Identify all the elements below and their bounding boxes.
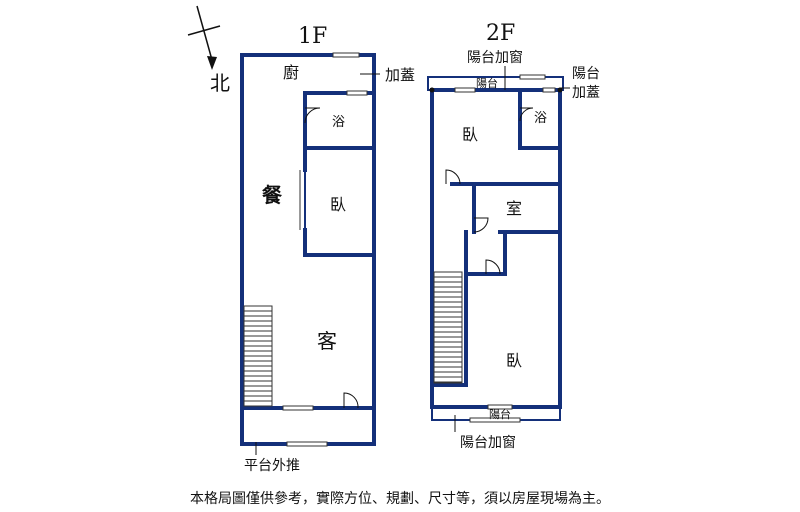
floor2-balcony-extension-note-line1: 陽台 — [572, 66, 600, 82]
disclaimer-text: 本格局圖僅供參考，實際方位、規劃、尺寸等，須以房屋現場為主。 — [190, 490, 610, 507]
floor1-bath-door-icon — [304, 107, 321, 124]
floor2-front-bedroom-label: 臥 — [462, 125, 478, 144]
floor2-title: 2F — [486, 21, 515, 46]
floor2-balcony-window-bottom — [469, 417, 521, 423]
floor1-front-window — [282, 405, 314, 411]
floor2-balcony-window — [519, 74, 546, 80]
floor2-balcony-post — [557, 87, 563, 93]
floor1-platform-note: 平台外推 — [244, 458, 300, 474]
floor2-plan: 2F 陽台 臥 浴 室 臥 陽台 — [427, 21, 600, 451]
floor2-room-label: 室 — [506, 199, 522, 218]
floor1-front-door-icon — [343, 392, 359, 409]
floor2-back-bedroom-door-icon — [485, 259, 501, 275]
floor2-bottom-balcony-label: 陽台 — [489, 407, 511, 421]
north-arrow-icon — [207, 56, 217, 70]
floor2-balcony-window-top-note: 陽台加窗 — [467, 49, 523, 66]
north-label: 北 — [210, 71, 230, 95]
floor1-bath-label: 浴 — [332, 115, 345, 130]
floor2-balcony-window-bottom-note: 陽台加窗 — [460, 434, 516, 451]
floor1-plan: 1F 廚 浴 餐 臥 客 加蓋 平台外推 — [240, 24, 415, 474]
floor2-bath-wall — [518, 88, 562, 150]
floor2-outer-wall — [430, 88, 562, 409]
floor1-dining-label: 餐 — [262, 183, 283, 207]
floor1-bath-window — [346, 90, 368, 96]
floor1-living-label: 客 — [317, 329, 337, 353]
floor2-bath-window — [542, 87, 556, 93]
floor1-kitchen-label: 廚 — [283, 63, 299, 82]
floor2-balcony-extension-note-line2: 加蓋 — [572, 85, 600, 101]
compass-needle — [196, 5, 213, 61]
floor1-staircase — [243, 305, 273, 407]
floor2-top-balcony — [427, 76, 564, 91]
compass: 北 — [187, 5, 230, 95]
floor1-extension-note: 加蓋 — [385, 66, 415, 84]
floor1-title: 1F — [298, 24, 327, 49]
floor1-kitchen-window — [332, 52, 360, 58]
floor2-back-bedroom-label: 臥 — [506, 351, 522, 370]
floor1-platform-window — [286, 441, 328, 447]
floor2-room-door-icon — [473, 217, 489, 233]
floor2-front-bedroom-door-icon — [445, 169, 461, 185]
floor2-bath-door-icon — [519, 107, 534, 122]
floor2-staircase — [433, 271, 463, 384]
floor2-top-window — [454, 87, 476, 93]
floor2-top-balcony-label: 陽台 — [476, 76, 498, 90]
floor2-bath-label: 浴 — [534, 111, 547, 126]
floor2-bottom-window — [487, 404, 513, 410]
floor1-bedroom-label: 臥 — [330, 195, 346, 214]
floor2-balcony-post — [429, 87, 435, 93]
